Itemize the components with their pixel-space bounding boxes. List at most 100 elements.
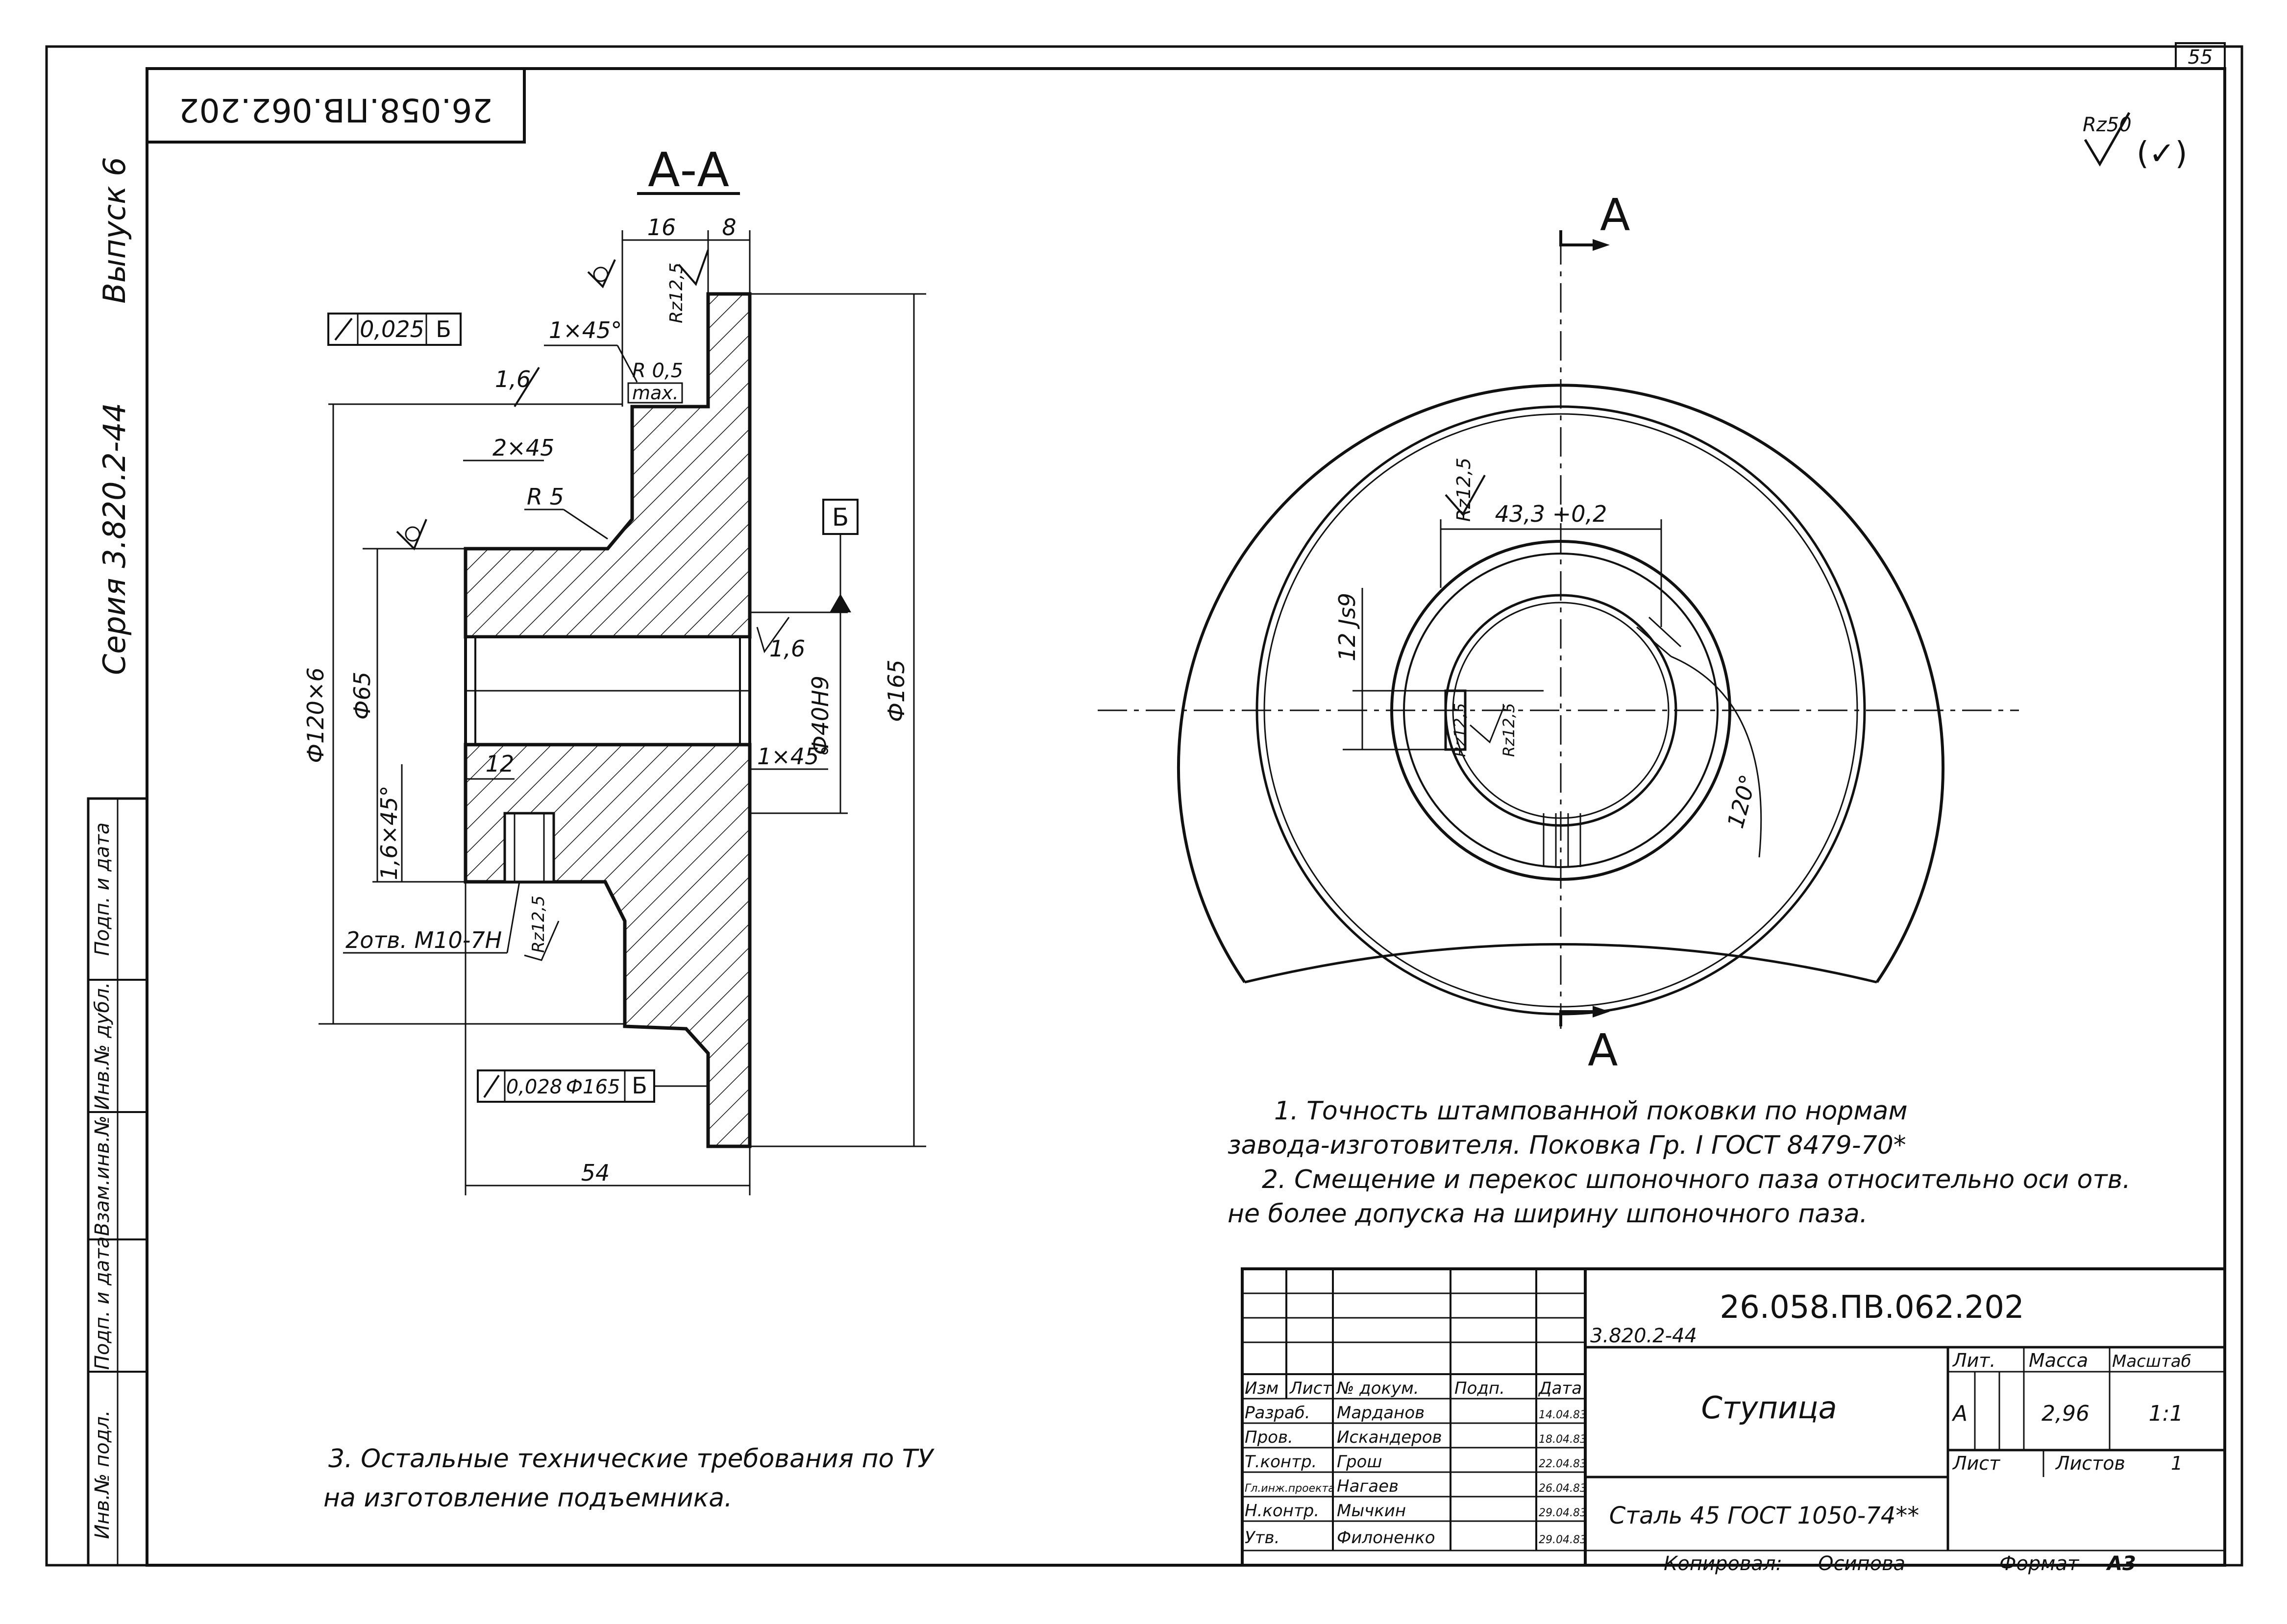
technical-notes: 1. Точность штампованной поковки по норм… — [1228, 1096, 2131, 1229]
section-dimensions: 16 8 Rz12,5 0,025 Б 1×45° R 0,5 max. 1,6… — [302, 214, 926, 1195]
svg-text:А: А — [1951, 1401, 1967, 1426]
svg-text:1:1: 1:1 — [2149, 1401, 2184, 1426]
svg-text:R 0,5: R 0,5 — [632, 360, 683, 382]
svg-text:120°: 120° — [1722, 772, 1762, 831]
svg-text:Ф40Н9: Ф40Н9 — [807, 676, 834, 755]
stamp-cell-2: Подп. и дата — [91, 1236, 114, 1370]
svg-text:1×45°: 1×45° — [757, 743, 830, 770]
svg-text:29.04.83: 29.04.83 — [1539, 1507, 1587, 1519]
section-mark-top: А — [1600, 190, 1630, 241]
svg-text:Осипова: Осипова — [1818, 1552, 1905, 1575]
svg-text:2отв. М10-7Н: 2отв. М10-7Н — [345, 927, 502, 953]
svg-text:(✓): (✓) — [2137, 136, 2188, 172]
svg-text:54: 54 — [581, 1160, 610, 1186]
sheet-number-box — [2175, 42, 2226, 70]
svg-text:Дата: Дата — [1538, 1379, 1582, 1398]
section-view — [464, 292, 752, 1148]
svg-text:12: 12 — [486, 751, 515, 777]
svg-text:8: 8 — [722, 214, 736, 241]
note-line-2: завода-изготовителя. Поковка Гр. I ГОСТ … — [1228, 1131, 1906, 1160]
svg-text:22.04.83: 22.04.83 — [1539, 1458, 1587, 1470]
material: Сталь 45 ГОСТ 1050-74** — [1609, 1502, 1919, 1529]
general-roughness-symbol: Rz50 (✓) — [2083, 112, 2188, 172]
svg-text:Б: Б — [832, 503, 849, 532]
sheet-number: 55 — [2188, 46, 2213, 69]
svg-text:14.04.83: 14.04.83 — [1539, 1409, 1587, 1421]
note-line-1: 1. Точность штампованной поковки по норм… — [1274, 1096, 1908, 1126]
svg-text:Б: Б — [436, 316, 451, 342]
svg-text:№ докум.: № докум. — [1336, 1379, 1419, 1398]
svg-text:Марданов: Марданов — [1337, 1403, 1425, 1423]
svg-text:Масса: Масса — [2029, 1350, 2088, 1371]
stamp-cell-1: Инв.№ подл. — [91, 1410, 114, 1539]
svg-text:Лист: Лист — [1289, 1379, 1332, 1398]
svg-text:Изм: Изм — [1245, 1379, 1279, 1398]
svg-text:29.04.83: 29.04.83 — [1539, 1534, 1587, 1546]
plan-view: А А — [1098, 190, 2019, 1076]
svg-text:1×45°: 1×45° — [549, 317, 622, 343]
svg-text:12 Js9: 12 Js9 — [1334, 593, 1360, 661]
svg-text:max.: max. — [632, 382, 679, 404]
mirrored-code-box — [146, 67, 526, 144]
svg-text:Мычкин: Мычкин — [1337, 1501, 1406, 1521]
svg-text:Филоненко: Филоненко — [1337, 1528, 1435, 1548]
plan-dimensions: Rz12,5 43,3 +0,2 12 Js9 Rz12,5 Rz12,5 12… — [1334, 458, 1762, 858]
svg-text:Ф165: Ф165 — [883, 659, 910, 722]
note-line-4: не более допуска на ширину шпоночного па… — [1228, 1199, 1868, 1229]
svg-text:Разраб.: Разраб. — [1245, 1403, 1310, 1423]
svg-text:Rz12,5: Rz12,5 — [1451, 703, 1469, 757]
issue-label: Выпуск 6 — [97, 157, 132, 303]
svg-text:18.04.83: 18.04.83 — [1539, 1433, 1587, 1446]
title-block-code: 26.058.ПВ.062.202 — [1720, 1289, 2024, 1326]
stamp-cell-3: Взам.инв.№ — [91, 1115, 114, 1236]
svg-text:Копировал:: Копировал: — [1664, 1552, 1782, 1575]
svg-text:16: 16 — [647, 214, 676, 241]
svg-text:Гл.инж.проекта: Гл.инж.проекта — [1245, 1482, 1335, 1495]
title-block-series: 3.820.2-44 — [1590, 1325, 1697, 1347]
svg-text:Утв.: Утв. — [1245, 1528, 1279, 1548]
svg-text:Ф65: Ф65 — [349, 672, 375, 720]
svg-text:Rz12,5: Rz12,5 — [1500, 703, 1518, 757]
stamp-cell-4: Инв.№ дубл. — [91, 982, 114, 1110]
series-label: Серия 3.820.2-44 — [97, 403, 132, 675]
title-block: 26.058.ПВ.062.202 3.820.2-44 Ступица Ста… — [1241, 1267, 2226, 1575]
svg-text:Искандеров: Искандеров — [1337, 1428, 1442, 1447]
svg-text:Листов: Листов — [2055, 1453, 2125, 1474]
svg-text:Формат: Формат — [1999, 1552, 2080, 1575]
section-mark-bottom: А — [1588, 1025, 1618, 1076]
svg-text:А3: А3 — [2106, 1552, 2136, 1575]
svg-text:0,025: 0,025 — [360, 316, 424, 342]
svg-text:Масштаб: Масштаб — [2112, 1352, 2191, 1371]
svg-text:Т.контр.: Т.контр. — [1245, 1452, 1317, 1472]
svg-text:Подп.: Подп. — [1454, 1379, 1505, 1398]
svg-text:1,6: 1,6 — [495, 366, 531, 392]
svg-text:2,96: 2,96 — [2041, 1401, 2090, 1426]
svg-text:Нагаев: Нагаев — [1337, 1477, 1399, 1496]
svg-text:Ф120×6: Ф120×6 — [302, 667, 329, 763]
part-name: Ступица — [1701, 1390, 1837, 1426]
section-title: А-А — [648, 143, 729, 197]
svg-text:Лит.: Лит. — [1952, 1350, 1996, 1371]
svg-text:1: 1 — [2171, 1453, 2183, 1474]
svg-text:43,3 +0,2: 43,3 +0,2 — [1495, 501, 1607, 527]
note-line-3: 2. Смещение и перекос шпоночного паза от… — [1262, 1165, 2131, 1194]
svg-text:2×45: 2×45 — [492, 435, 554, 461]
svg-text:Rz12,5: Rz12,5 — [666, 263, 687, 323]
svg-text:Rz12,5: Rz12,5 — [529, 896, 548, 953]
svg-text:Лист: Лист — [1952, 1453, 2001, 1474]
inner-frame — [146, 67, 2226, 1567]
svg-text:Rz50: Rz50 — [2083, 114, 2132, 136]
svg-text:0,028: 0,028 — [506, 1076, 563, 1098]
svg-text:1,6: 1,6 — [769, 635, 805, 662]
svg-text:26.04.83: 26.04.83 — [1539, 1482, 1587, 1495]
stamp-cell-5: Подп. и дата — [91, 823, 114, 956]
svg-text:3. Остальные технические тре: 3. Остальные технические требования по Т… — [328, 1444, 935, 1474]
svg-text:Ф165: Ф165 — [566, 1076, 620, 1098]
svg-text:Пров.: Пров. — [1245, 1428, 1293, 1447]
svg-text:R 5: R 5 — [527, 484, 564, 510]
svg-text:Н.контр.: Н.контр. — [1245, 1501, 1319, 1521]
left-stamp: Инв.№ подл. Подп. и дата Взам.инв.№ Инв.… — [87, 797, 148, 1567]
note-3: 3. Остальные технические требования по Т… — [323, 1444, 935, 1513]
